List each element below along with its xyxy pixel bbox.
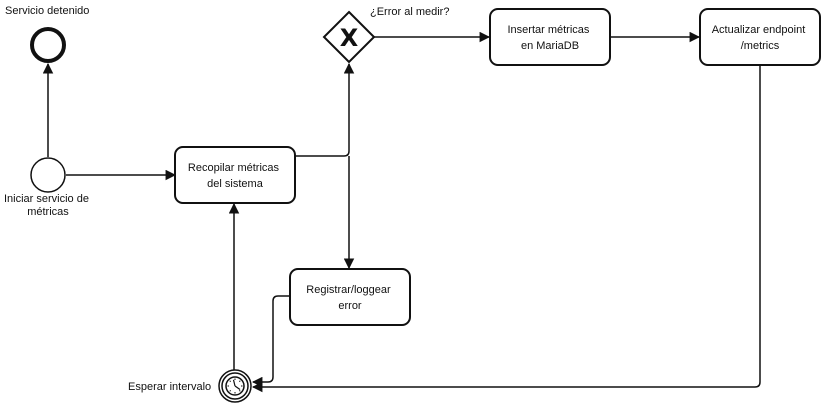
task-collect-metrics-label: Recopilar métricas del sistema bbox=[188, 162, 282, 190]
task-update-endpoint-label-line2: /metrics bbox=[741, 40, 780, 52]
gateway-label: ¿Error al medir? bbox=[370, 6, 449, 18]
task-update-endpoint-label: Actualizar endpoint /metrics bbox=[712, 24, 809, 52]
task-insert-metrics[interactable]: Insertar métricas en MariaDB bbox=[489, 8, 611, 66]
flow-log-to-timer bbox=[251, 295, 289, 388]
task-collect-metrics-box[interactable] bbox=[174, 146, 296, 204]
task-log-error[interactable]: Registrar/loggear error bbox=[289, 268, 411, 326]
task-insert-metrics-label-line2: en MariaDB bbox=[521, 40, 579, 52]
end-event-label: Servicio detenido bbox=[5, 5, 89, 17]
start-event-label-line2: métricas bbox=[27, 206, 69, 218]
task-update-endpoint-label-line1: Actualizar endpoint bbox=[712, 24, 806, 36]
task-log-error-label-line2: error bbox=[338, 300, 362, 312]
task-collect-metrics-label-line2: del sistema bbox=[207, 178, 264, 190]
gateway-diamond[interactable] bbox=[322, 10, 376, 64]
gateway-exclusive[interactable]: X bbox=[322, 10, 376, 64]
task-update-endpoint-box[interactable] bbox=[699, 8, 821, 66]
start-event-label: Iniciar servicio de métricas bbox=[4, 193, 92, 218]
flow-collect-to-gateway bbox=[295, 62, 355, 157]
flow-update-to-timer bbox=[251, 66, 761, 393]
timer-event-label: Esperar intervalo bbox=[128, 381, 211, 393]
task-collect-metrics-label-line1: Recopilar métricas bbox=[188, 162, 280, 174]
timer-event-inner bbox=[221, 372, 249, 400]
task-log-error-box[interactable] bbox=[289, 268, 411, 326]
start-event-label-line1: Iniciar servicio de bbox=[4, 193, 89, 205]
gateway-x-icon: X bbox=[340, 24, 359, 52]
task-insert-metrics-box[interactable] bbox=[489, 8, 611, 66]
timer-event[interactable] bbox=[218, 369, 252, 403]
task-log-error-label-line1: Registrar/loggear bbox=[306, 284, 391, 296]
task-log-error-label: Registrar/loggear error bbox=[306, 284, 393, 312]
task-update-endpoint[interactable]: Actualizar endpoint /metrics bbox=[699, 8, 821, 66]
task-insert-metrics-label-line1: Insertar métricas bbox=[508, 24, 590, 36]
start-event[interactable] bbox=[30, 157, 66, 193]
end-event[interactable] bbox=[30, 27, 66, 63]
task-collect-metrics[interactable]: Recopilar métricas del sistema bbox=[174, 146, 296, 204]
task-insert-metrics-label: Insertar métricas en MariaDB bbox=[508, 24, 593, 52]
clock-icon bbox=[225, 376, 245, 396]
